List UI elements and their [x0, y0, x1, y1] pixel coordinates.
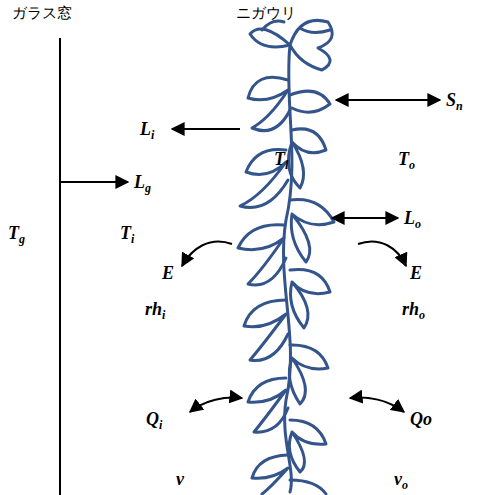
temperature-symbol: Tg — [8, 224, 25, 245]
subscript: i — [131, 232, 134, 246]
bitter-gourd-vine — [238, 20, 334, 494]
glass-window — [59, 38, 61, 495]
subscript: o — [419, 308, 425, 322]
plant-title: ニガウリ — [236, 6, 296, 21]
subscript: l — [285, 158, 288, 172]
flux-symbol: Lg — [134, 173, 151, 194]
temperature-symbol: To — [398, 150, 415, 171]
velocity-symbol: v — [176, 470, 184, 488]
subscript: o — [415, 217, 421, 231]
subscript: i — [151, 128, 154, 142]
humidity-symbol: rho — [402, 300, 425, 321]
temperature-symbol: Tl — [274, 150, 288, 171]
velocity-symbol: vo — [394, 470, 408, 491]
subscript: g — [19, 232, 25, 246]
subscript: o — [402, 478, 408, 492]
flux-symbol: Qo — [410, 410, 432, 428]
flux-symbol: E — [162, 264, 174, 282]
flux-symbol: Sn — [446, 91, 463, 112]
flux-symbol: Li — [140, 120, 154, 141]
subscript: i — [162, 308, 165, 322]
flux-symbol: Lo — [404, 209, 421, 230]
subscript: g — [145, 181, 151, 195]
humidity-symbol: rhi — [145, 300, 165, 321]
subscript: n — [456, 99, 463, 113]
flux-symbol: E — [410, 264, 422, 282]
temperature-symbol: Ti — [120, 224, 134, 245]
window-title: ガラス窓 — [12, 6, 72, 21]
subscript: i — [159, 418, 162, 432]
flux-symbol: Qi — [146, 410, 162, 431]
subscript: o — [409, 158, 415, 172]
flux-arrows — [61, 100, 440, 412]
